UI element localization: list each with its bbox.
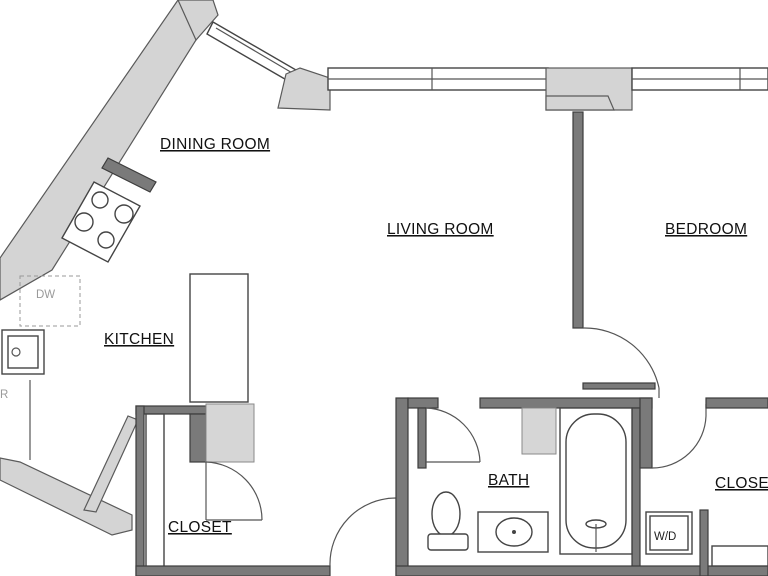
- closet-right-label: CLOSE: [715, 475, 768, 492]
- right-closet: W/D: [639, 397, 768, 576]
- dining-room-label: DINING ROOM: [160, 136, 270, 153]
- window-top: [327, 67, 768, 111]
- bedroom-wall: [572, 111, 584, 329]
- kitchen-counter: DW R: [0, 157, 157, 460]
- bath-entry-door: [329, 497, 397, 567]
- kitchen-island: [189, 273, 249, 403]
- window-diagonal: [177, 0, 331, 111]
- bedroom-door: [582, 327, 660, 398]
- refrigerator-label: R: [0, 389, 8, 401]
- closet-left: [83, 403, 331, 576]
- dishwasher-label: DW: [36, 289, 55, 301]
- closet-left-label: CLOSET: [168, 519, 232, 536]
- bath-label: BATH: [488, 472, 529, 489]
- exterior-wall-diagonal: [0, 0, 214, 536]
- bedroom-label: BEDROOM: [665, 221, 747, 238]
- living-room-label: LIVING ROOM: [387, 221, 494, 238]
- bath-walls: [395, 397, 768, 576]
- washer-dryer-label: W/D: [654, 531, 676, 543]
- kitchen-label: KITCHEN: [104, 331, 174, 348]
- bath-fixtures: [427, 407, 633, 555]
